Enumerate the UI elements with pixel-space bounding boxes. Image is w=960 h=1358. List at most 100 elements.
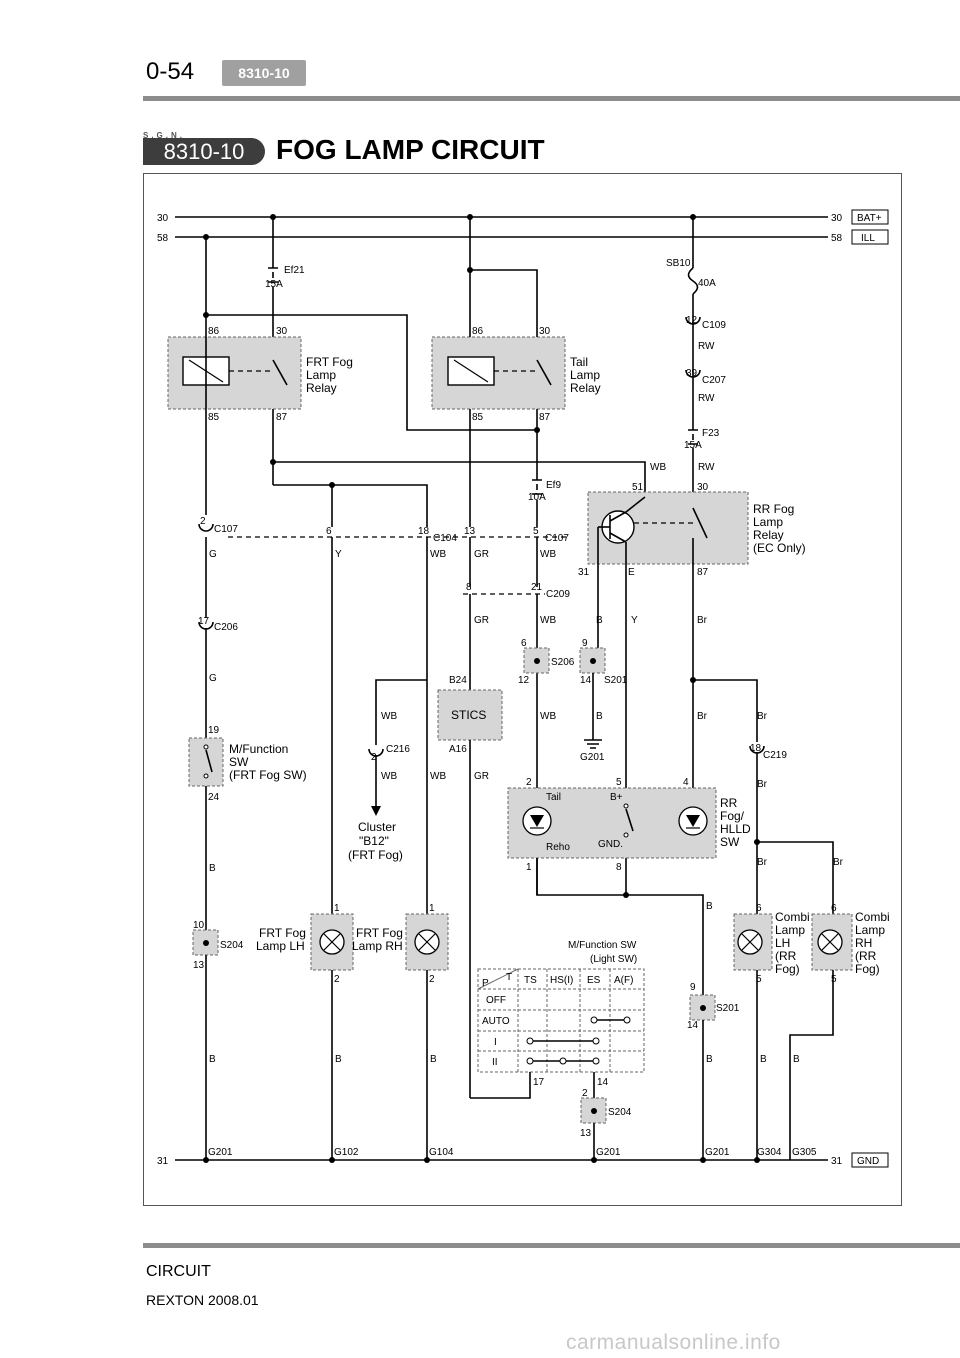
watermark: carmanualsonline.info <box>566 1331 781 1354</box>
fuse-ef21-label: Ef21 <box>284 265 305 276</box>
rr-relay-label-1: RR Fog <box>753 502 794 516</box>
wire-b-g201: B <box>596 711 603 722</box>
fuse-ef21-rating: 15A <box>265 279 283 290</box>
c209-pin-b: 21 <box>531 582 543 593</box>
lightsw-col-es: ES <box>587 975 601 986</box>
c107a-pin: 2 <box>200 516 206 527</box>
tail-relay-label-3: Relay <box>570 381 601 395</box>
s204a-label: S204 <box>220 940 244 951</box>
combi-lh-p6: 6 <box>756 903 762 914</box>
c209-label: C209 <box>546 589 570 600</box>
c206-pin: 17 <box>198 616 210 627</box>
wire-wb-rr: WB <box>650 462 666 473</box>
rrsw-label-1: RR <box>720 796 738 810</box>
rr-relay-pE: E <box>628 567 635 578</box>
c104-pin-a: 6 <box>326 526 332 537</box>
s201b-bot: 14 <box>687 1020 699 1031</box>
fuse-sb10-rating: 40A <box>698 278 716 289</box>
s201b-label: S201 <box>716 1003 740 1014</box>
wire-gr-3: GR <box>474 771 489 782</box>
stics-pin-top: B24 <box>449 675 467 686</box>
top-rule <box>143 96 960 101</box>
ground-g201-1: G201 <box>208 1147 233 1158</box>
s206-label: S206 <box>551 657 575 668</box>
frt-relay-p30: 30 <box>276 326 288 337</box>
s201b-top: 9 <box>690 982 696 993</box>
stics-module <box>437 689 503 741</box>
combi-rh-label-5: Fog) <box>855 962 880 976</box>
wire-wb-3: WB <box>540 615 556 626</box>
wire-rw-3: RW <box>698 462 715 473</box>
s201a-label: S201 <box>604 675 628 686</box>
rrsw-gnd: GND. <box>598 839 623 850</box>
wire-gr-1: GR <box>474 549 489 560</box>
s204b-label: S204 <box>608 1107 632 1118</box>
rail-58-right: 58 <box>831 233 843 244</box>
wire-y-2: Y <box>631 615 638 626</box>
rr-relay-label-4: (EC Only) <box>753 541 806 555</box>
rrsw-tail: Tail <box>546 792 561 803</box>
rail-31-right: 31 <box>831 1156 843 1167</box>
footer-model: REXTON 2008.01 <box>146 1292 259 1308</box>
fuse-ef9-rating: 10A <box>528 492 546 503</box>
rr-relay-p31: 31 <box>578 567 590 578</box>
frt-lh-p2: 2 <box>334 974 340 985</box>
wire-b-4: B <box>430 1054 437 1065</box>
tail-relay-label-2: Lamp <box>570 368 600 382</box>
wire-b-2: B <box>209 1054 216 1065</box>
wire-wb-5: WB <box>430 771 446 782</box>
c209-pin-a: 8 <box>466 582 472 593</box>
lightsw-title-1: M/Function SW <box>568 940 637 951</box>
tail-relay-p87: 87 <box>539 412 551 423</box>
section-tab: 8310-10 <box>222 60 306 86</box>
wire-b-5: B <box>760 1054 767 1065</box>
cluster-label-2: "B12" <box>359 834 389 848</box>
rrsw-p1: 1 <box>526 862 532 873</box>
wire-br-2: Br <box>697 711 708 722</box>
s201a-bot: 14 <box>580 675 592 686</box>
wire-rw-2: RW <box>698 393 715 404</box>
wire-wb-4: WB <box>540 711 556 722</box>
c107b-pin-a: 13 <box>464 526 476 537</box>
frt-lh-label-1: FRT Fog <box>259 926 306 940</box>
wire-wb-6: WB <box>381 711 397 722</box>
combi-rh-p6: 6 <box>831 903 837 914</box>
c206-label: C206 <box>214 622 238 633</box>
c207-pin: 39 <box>686 368 698 379</box>
lightsw-corner-p: P <box>482 978 489 989</box>
ground-g304: G304 <box>757 1147 782 1158</box>
lightsw-row-off: OFF <box>486 995 506 1006</box>
wire-br-5: Br <box>757 857 768 868</box>
wire-b-7: B <box>706 1054 713 1065</box>
wire-wb-7: WB <box>381 771 397 782</box>
combi-rh-label-2: Lamp <box>855 923 885 937</box>
rr-relay-p87: 87 <box>697 567 709 578</box>
lightsw-row-auto: AUTO <box>482 1016 510 1027</box>
wire-br-3: Br <box>757 711 768 722</box>
rail-30-left: 30 <box>157 213 169 224</box>
c107b-label: C107 <box>545 533 569 544</box>
wire-b-rr: B <box>706 901 713 912</box>
lightsw-row-ii: II <box>492 1057 498 1068</box>
bottom-rule <box>143 1243 960 1248</box>
fuse-f23-rating: 15A <box>684 440 702 451</box>
combi-lh-label-2: Lamp <box>775 923 805 937</box>
mfsw-pin-bot: 24 <box>208 792 220 803</box>
rail-30-right: 30 <box>831 213 843 224</box>
s204b-top: 2 <box>582 1088 588 1099</box>
rr-relay-p30: 30 <box>697 482 709 493</box>
title-badge: 8310-10 <box>143 138 265 165</box>
frt-relay-p85: 85 <box>208 412 220 423</box>
combi-rh-label-4: (RR <box>855 949 877 963</box>
ground-g305: G305 <box>792 1147 817 1158</box>
gnd-tag: GND <box>857 1156 879 1167</box>
light-sw-table <box>477 968 645 1073</box>
combi-lh-label-5: Fog) <box>775 962 800 976</box>
rrsw-label-3: HLLD <box>720 822 751 836</box>
frt-relay-p87: 87 <box>276 412 288 423</box>
s204a-top: 10 <box>193 920 205 931</box>
c207-label: C207 <box>702 375 726 386</box>
rr-relay-label-2: Lamp <box>753 515 783 529</box>
wire-br-1: Br <box>697 615 708 626</box>
